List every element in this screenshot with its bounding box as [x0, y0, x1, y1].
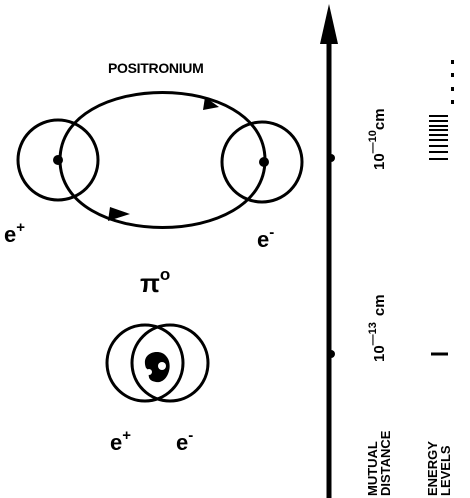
distance-axis-label: MUTUAL DISTANCE: [365, 430, 393, 496]
positron-dot: [53, 155, 63, 165]
positronium-e-plus: e+: [4, 219, 25, 247]
pion-circle-left: [105, 323, 185, 403]
pion-circle-right: [130, 323, 210, 403]
positron-orbit-circle: [16, 118, 100, 202]
pion-core: [144, 352, 170, 383]
pion-diagram: [105, 323, 210, 403]
energy-levels-fine: [429, 115, 448, 160]
positronium-title: POSITRONIUM: [108, 60, 203, 76]
positronium-e-minus: e-: [257, 224, 274, 252]
electron-dot: [259, 157, 269, 167]
pion-e-plus: e+: [110, 427, 131, 455]
distance-tick-upper: [327, 154, 335, 162]
pion-e-minus: e-: [176, 427, 193, 455]
orbit-arrow-bottom: [108, 207, 130, 221]
orbit-arrow-top: [203, 97, 219, 110]
electron-orbit-circle: [220, 120, 304, 204]
pion-symbol: πo: [140, 265, 170, 298]
energy-levels-continuation-dots: [451, 60, 454, 104]
distance-axis-arrowhead: [320, 4, 338, 44]
distance-lower-mark: 10—13cm: [367, 294, 388, 362]
positronium-ellipse: [58, 91, 267, 229]
distance-tick-lower: [327, 350, 335, 358]
energy-axis-label: ENERGY LEVELS: [425, 438, 453, 496]
distance-upper-mark: 10—10cm: [367, 108, 388, 170]
